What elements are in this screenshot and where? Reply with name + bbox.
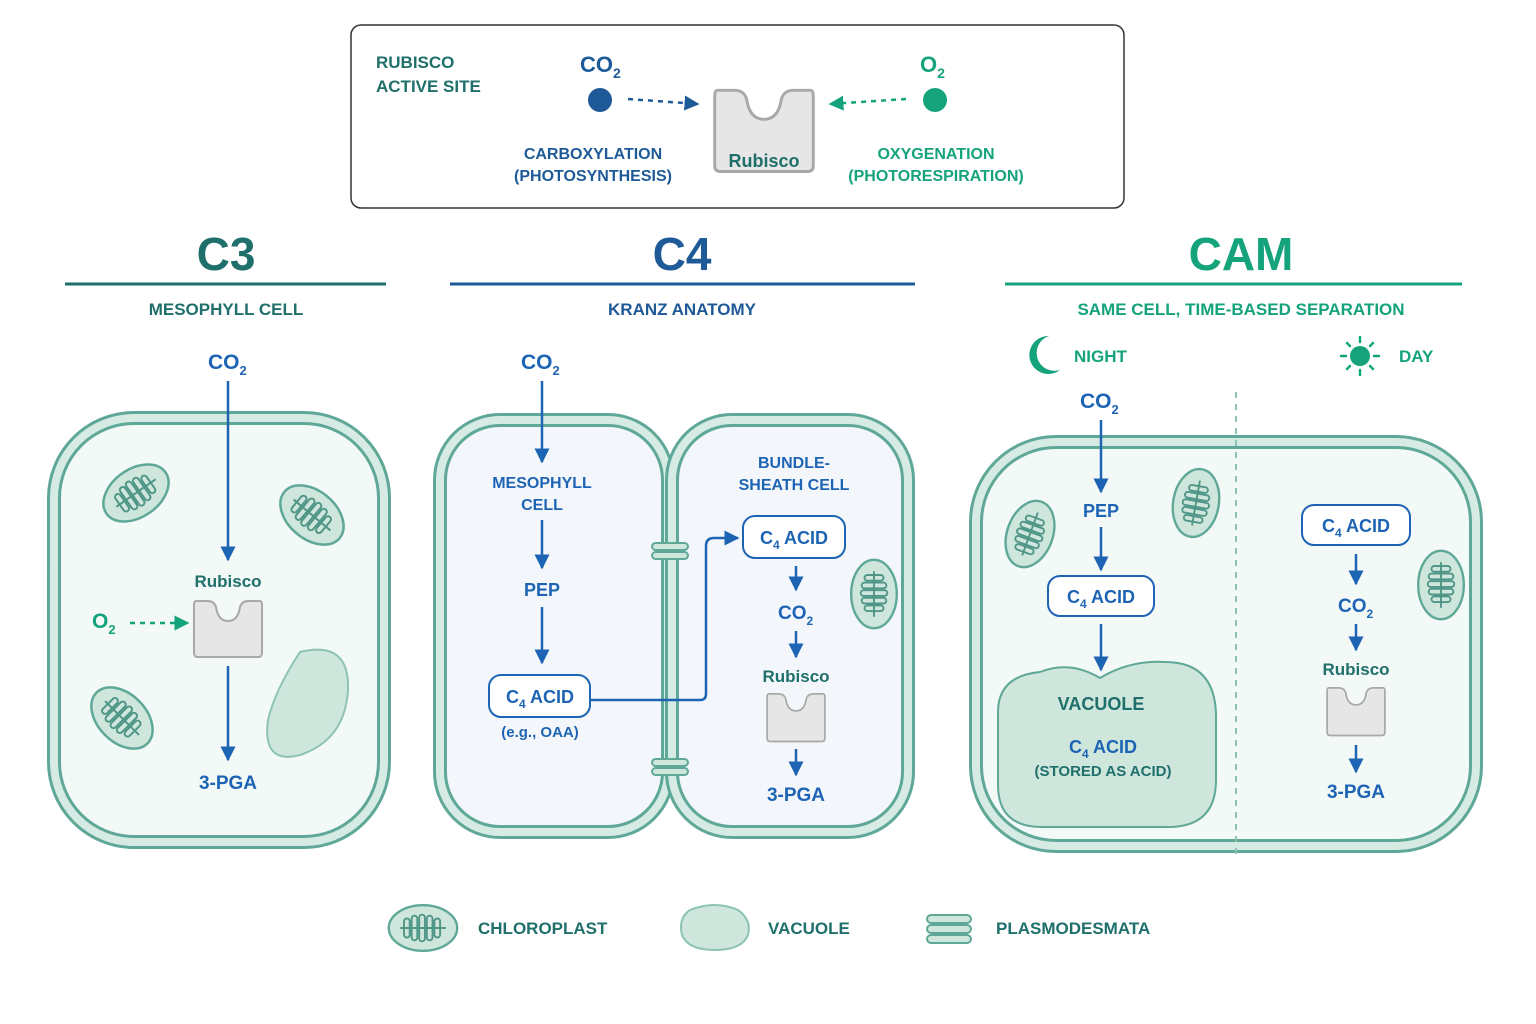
c4-bundle-acid-label: C4 ACID xyxy=(760,528,828,552)
co2-molecule-icon xyxy=(588,88,612,112)
rubisco-active-site-panel: RUBISCO ACTIVE SITE CO2 Rubisco O2 CARBO… xyxy=(350,24,1125,209)
photosynthesis-label: (PHOTOSYNTHESIS) xyxy=(514,168,672,185)
c4-example-label: (e.g., OAA) xyxy=(501,724,579,741)
cam-vacuole xyxy=(997,660,1217,828)
panel-title-line2: ACTIVE SITE xyxy=(376,77,481,96)
c4-co2-label: CO2 xyxy=(521,351,560,378)
o2-label: O2 xyxy=(920,52,945,81)
cam-product-label: 3-PGA xyxy=(1327,782,1385,803)
c4-product-label: 3-PGA xyxy=(767,785,825,806)
cam-day-co2-label: CO2 xyxy=(1338,596,1374,621)
legend-chloroplast-label: CHLOROPLAST xyxy=(478,919,608,938)
vacuole-icon xyxy=(266,648,350,758)
plasmodesmata-icon xyxy=(926,914,972,944)
o2-arrow xyxy=(828,95,907,111)
vacuole-icon xyxy=(680,904,750,952)
cam-day-acid-label: C4 ACID xyxy=(1322,516,1390,540)
c4-acid-label: C4 ACID xyxy=(506,687,574,711)
cam-day-label: DAY xyxy=(1399,347,1434,366)
chloroplast-icon xyxy=(387,904,459,952)
c4-mesophyll-label-line1: MESOPHYLL xyxy=(492,475,592,492)
c3-o2-label: O2 xyxy=(92,610,116,637)
cam-day-acid-box xyxy=(1301,504,1411,546)
c4-bundle-label-line1: BUNDLE- xyxy=(758,455,830,472)
plasmodesmata-icon xyxy=(651,542,689,560)
co2-arrow xyxy=(627,95,700,111)
chloroplast-icon xyxy=(850,558,898,630)
cam-title: CAM xyxy=(1189,228,1294,280)
c4-mesophyll-label-line2: CELL xyxy=(521,497,563,514)
c4-section: C4 KRANZ ANATOMY CO2 MESOPHYLL CELL PEP … xyxy=(433,228,915,839)
c3-section: C3 MESOPHYLL CELL CO2 Rubisco O2 3-PGA xyxy=(47,228,391,849)
c3-rubisco-label: Rubisco xyxy=(194,572,261,591)
plasmodesmata-icon xyxy=(651,758,689,776)
c4-title: C4 xyxy=(653,228,712,280)
legend: CHLOROPLAST VACUOLE PLASMODESMATA xyxy=(387,904,1150,952)
cam-night-label: NIGHT xyxy=(1074,347,1128,366)
cam-stored-acid-label: C4 ACID xyxy=(1069,737,1137,761)
c3-product-label: 3-PGA xyxy=(199,773,257,794)
c4-rubisco-label: Rubisco xyxy=(762,667,829,686)
cam-night-acid-label: C4 ACID xyxy=(1067,587,1135,611)
c4-bundle-acid-box xyxy=(742,515,846,559)
enzyme-label: Rubisco xyxy=(728,151,799,171)
c4-pep-label: PEP xyxy=(524,580,560,600)
cam-rubisco-label: Rubisco xyxy=(1322,660,1389,679)
c4-acid-box xyxy=(488,674,591,718)
c3-subtitle: MESOPHYLL CELL xyxy=(149,300,304,319)
chloroplast-icon xyxy=(1417,549,1465,621)
cam-vacuole-label: VACUOLE xyxy=(1058,694,1145,714)
c3-title: C3 xyxy=(197,228,256,280)
co2-label: CO2 xyxy=(580,52,621,81)
cam-pep-label: PEP xyxy=(1083,501,1119,521)
legend-vacuole-label: VACUOLE xyxy=(768,919,850,938)
oxygenation-label: OXYGENATION xyxy=(877,146,994,163)
sun-icon xyxy=(1339,335,1381,377)
c4-bundle-label-line2: SHEATH CELL xyxy=(739,477,850,494)
moon-icon xyxy=(1029,335,1060,374)
cam-co2-label: CO2 xyxy=(1080,390,1119,417)
cam-night-acid-box xyxy=(1047,575,1155,617)
legend-plasmodesmata-label: PLASMODESMATA xyxy=(996,919,1150,938)
panel-title-line1: RUBISCO xyxy=(376,53,454,72)
photorespiration-label: (PHOTORESPIRATION) xyxy=(848,168,1023,185)
carboxylation-label: CARBOXYLATION xyxy=(524,146,662,163)
cam-stored-label: (STORED AS ACID) xyxy=(1035,763,1172,780)
cam-section: CAM SAME CELL, TIME-BASED SEPARATION NIG… xyxy=(969,228,1483,855)
c4-transport-arrow xyxy=(590,530,740,702)
cam-subtitle: SAME CELL, TIME-BASED SEPARATION xyxy=(1077,300,1404,319)
c4-bundle-co2-label: CO2 xyxy=(778,603,814,628)
c3-co2-label: CO2 xyxy=(208,351,247,378)
c4-subtitle: KRANZ ANATOMY xyxy=(608,300,757,319)
o2-molecule-icon xyxy=(923,88,947,112)
